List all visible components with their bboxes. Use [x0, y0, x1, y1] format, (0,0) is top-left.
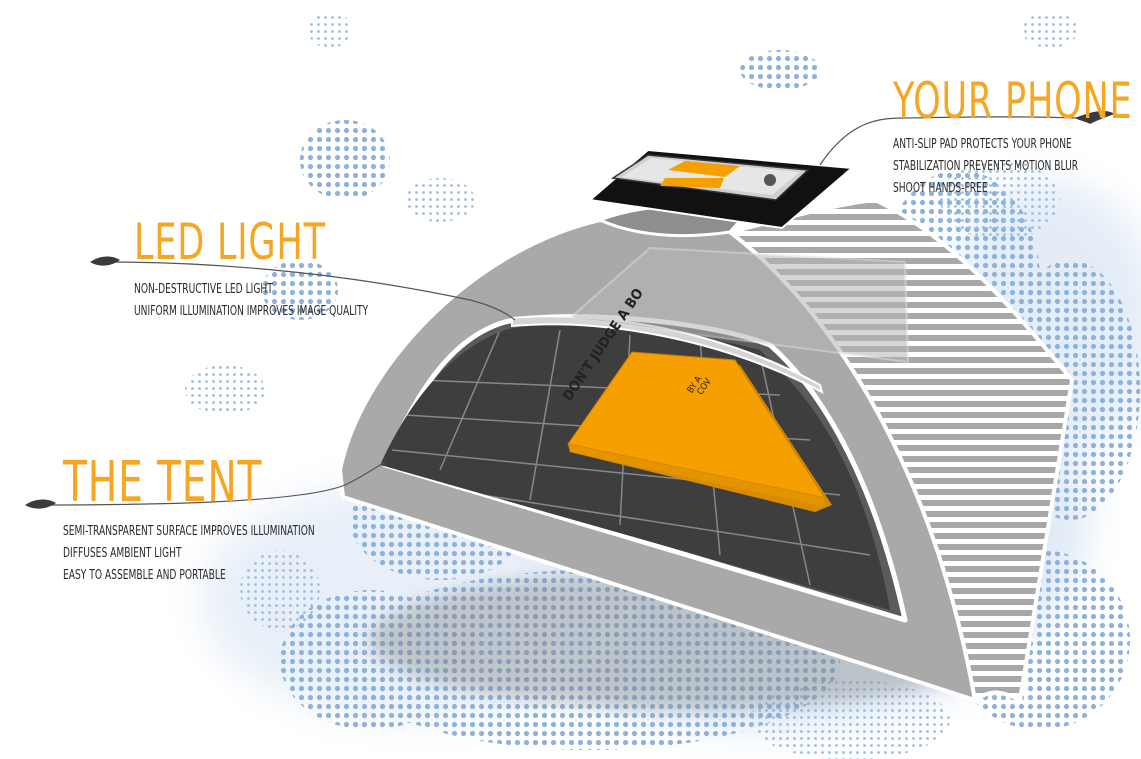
callout-tent-line: DIFFUSES AMBIENT LIGHT: [63, 546, 182, 561]
diffuser-panel: [567, 246, 910, 364]
callout-phone-line: STABILIZATION PREVENTS MOTION BLUR: [893, 159, 1079, 174]
callout-tent: THE TENT SEMI-TRANSPARENT SURFACE IMPROV…: [63, 455, 386, 587]
callout-phone: YOUR PHONE ANTI-SLIP PAD PROTECTS YOUR P…: [893, 76, 1141, 200]
callout-led-line: UNIFORM ILLUMINATION IMPROVES IMAGE QUAL…: [134, 304, 369, 319]
tent-side-panel: [728, 198, 1074, 702]
book: [567, 351, 832, 512]
brush-flourishes: [25, 111, 1115, 509]
callout-phone-line: ANTI-SLIP PAD PROTECTS YOUR PHONE: [893, 137, 1072, 152]
callout-tent-line: SEMI-TRANSPARENT SURFACE IMPROVES ILLUMI…: [63, 524, 315, 539]
leader-lines: [39, 116, 1081, 506]
callout-led-heading: LED LIGHT: [134, 213, 326, 271]
callout-tent-line: EASY TO ASSEMBLE AND PORTABLE: [63, 568, 226, 583]
callout-phone-heading: YOUR PHONE: [893, 72, 1133, 130]
callout-led: LED LIGHT NON-DESTRUCTIVE LED LIGHT UNIF…: [134, 217, 434, 323]
callout-phone-line: SHOOT HANDS-FREE: [893, 181, 988, 196]
callout-led-line: NON-DESTRUCTIVE LED LIGHT: [134, 282, 273, 297]
phone-pad: [587, 148, 855, 230]
callout-tent-heading: THE TENT: [63, 450, 263, 515]
